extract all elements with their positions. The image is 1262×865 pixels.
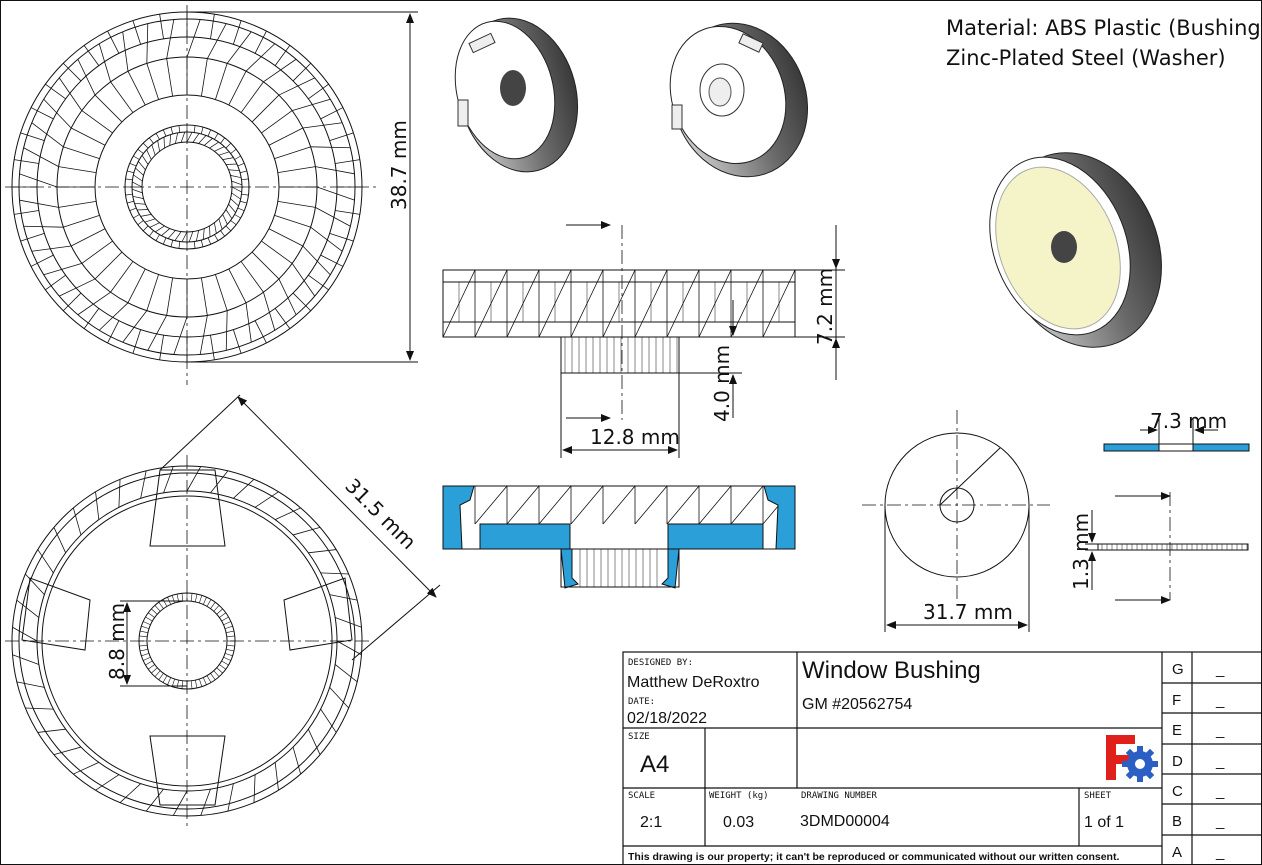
washer-thickness-label: 1.3 mm	[1069, 513, 1093, 590]
ownership-notice: This drawing is our property; it can't b…	[628, 851, 1119, 863]
washer-side	[1103, 418, 1250, 452]
material-line-2: Zinc-Plated Steel (Washer)	[946, 46, 1226, 70]
iso-view-2	[669, 22, 809, 178]
dim-washer-diameter	[884, 505, 1030, 632]
revision-value: _	[1215, 692, 1225, 709]
designer-name: Matthew DeRoxtro	[627, 674, 760, 691]
revision-letter: E	[1172, 722, 1182, 739]
drawing-number-label: DRAWING NUMBER	[801, 791, 877, 801]
revision-value: _	[1215, 722, 1225, 739]
boss-diameter-label: 12.8 mm	[590, 425, 680, 449]
revision-value: _	[1215, 661, 1225, 678]
section-view	[442, 485, 796, 589]
washer-diameter-label: 31.7 mm	[923, 600, 1013, 624]
size-label: SIZE	[628, 732, 650, 742]
sheet-value: 1 of 1	[1084, 814, 1124, 831]
revision-letter: C	[1172, 783, 1183, 800]
scale-value: 2:1	[640, 814, 662, 831]
designed-by-label: DESIGNED BY:	[628, 658, 693, 668]
height-label: 7.2 mm	[813, 268, 837, 345]
scale-label: SCALE	[628, 791, 655, 801]
dim-height	[795, 225, 845, 380]
iso-view-1	[454, 17, 579, 173]
drawing-subtitle: GM #20562754	[802, 696, 912, 713]
diagonal-label: 31.5 mm	[340, 474, 421, 555]
washer-edge	[1085, 492, 1249, 604]
bottom-view	[5, 455, 370, 830]
outer-diameter-label: 38.7 mm	[387, 120, 411, 210]
revision-letter: A	[1172, 844, 1182, 861]
revision-letter: D	[1172, 753, 1183, 770]
bore-label: 8.8 mm	[105, 603, 129, 680]
revision-value: _	[1215, 844, 1225, 861]
dim-diagonal	[159, 394, 441, 661]
iso-view-washer	[989, 152, 1162, 348]
material-line-1: Material: ABS Plastic (Bushing)	[946, 16, 1262, 40]
freecad-logo-icon	[1106, 735, 1158, 782]
date-label: DATE:	[628, 697, 655, 707]
weight-value: 0.03	[723, 814, 754, 831]
revision-value: _	[1215, 813, 1225, 830]
title-block	[622, 651, 1262, 865]
date-value: 02/18/2022	[627, 710, 707, 727]
weight-label: WEIGHT (kg)	[709, 791, 769, 801]
revision-value: _	[1215, 783, 1225, 800]
top-view	[5, 5, 380, 385]
sheet-label: SHEET	[1084, 791, 1112, 801]
dim-boss-diameter	[560, 221, 680, 458]
revision-letter: G	[1172, 661, 1184, 678]
dim-boss-height	[679, 300, 742, 418]
size-value: A4	[640, 751, 669, 778]
revision-letter: B	[1172, 813, 1182, 830]
washer-bore-label: 7.3 mm	[1150, 409, 1227, 433]
revision-value: _	[1215, 753, 1225, 770]
washer-front	[862, 410, 1050, 600]
front-view	[442, 225, 796, 420]
revision-letter: F	[1172, 692, 1181, 709]
dim-bore	[120, 600, 187, 687]
drawing-number-value: 3DMD00004	[800, 813, 890, 830]
drawing-title: Window Bushing	[802, 657, 981, 684]
boss-height-label: 4.0 mm	[710, 345, 734, 422]
dim-outer-diameter	[187, 11, 418, 363]
